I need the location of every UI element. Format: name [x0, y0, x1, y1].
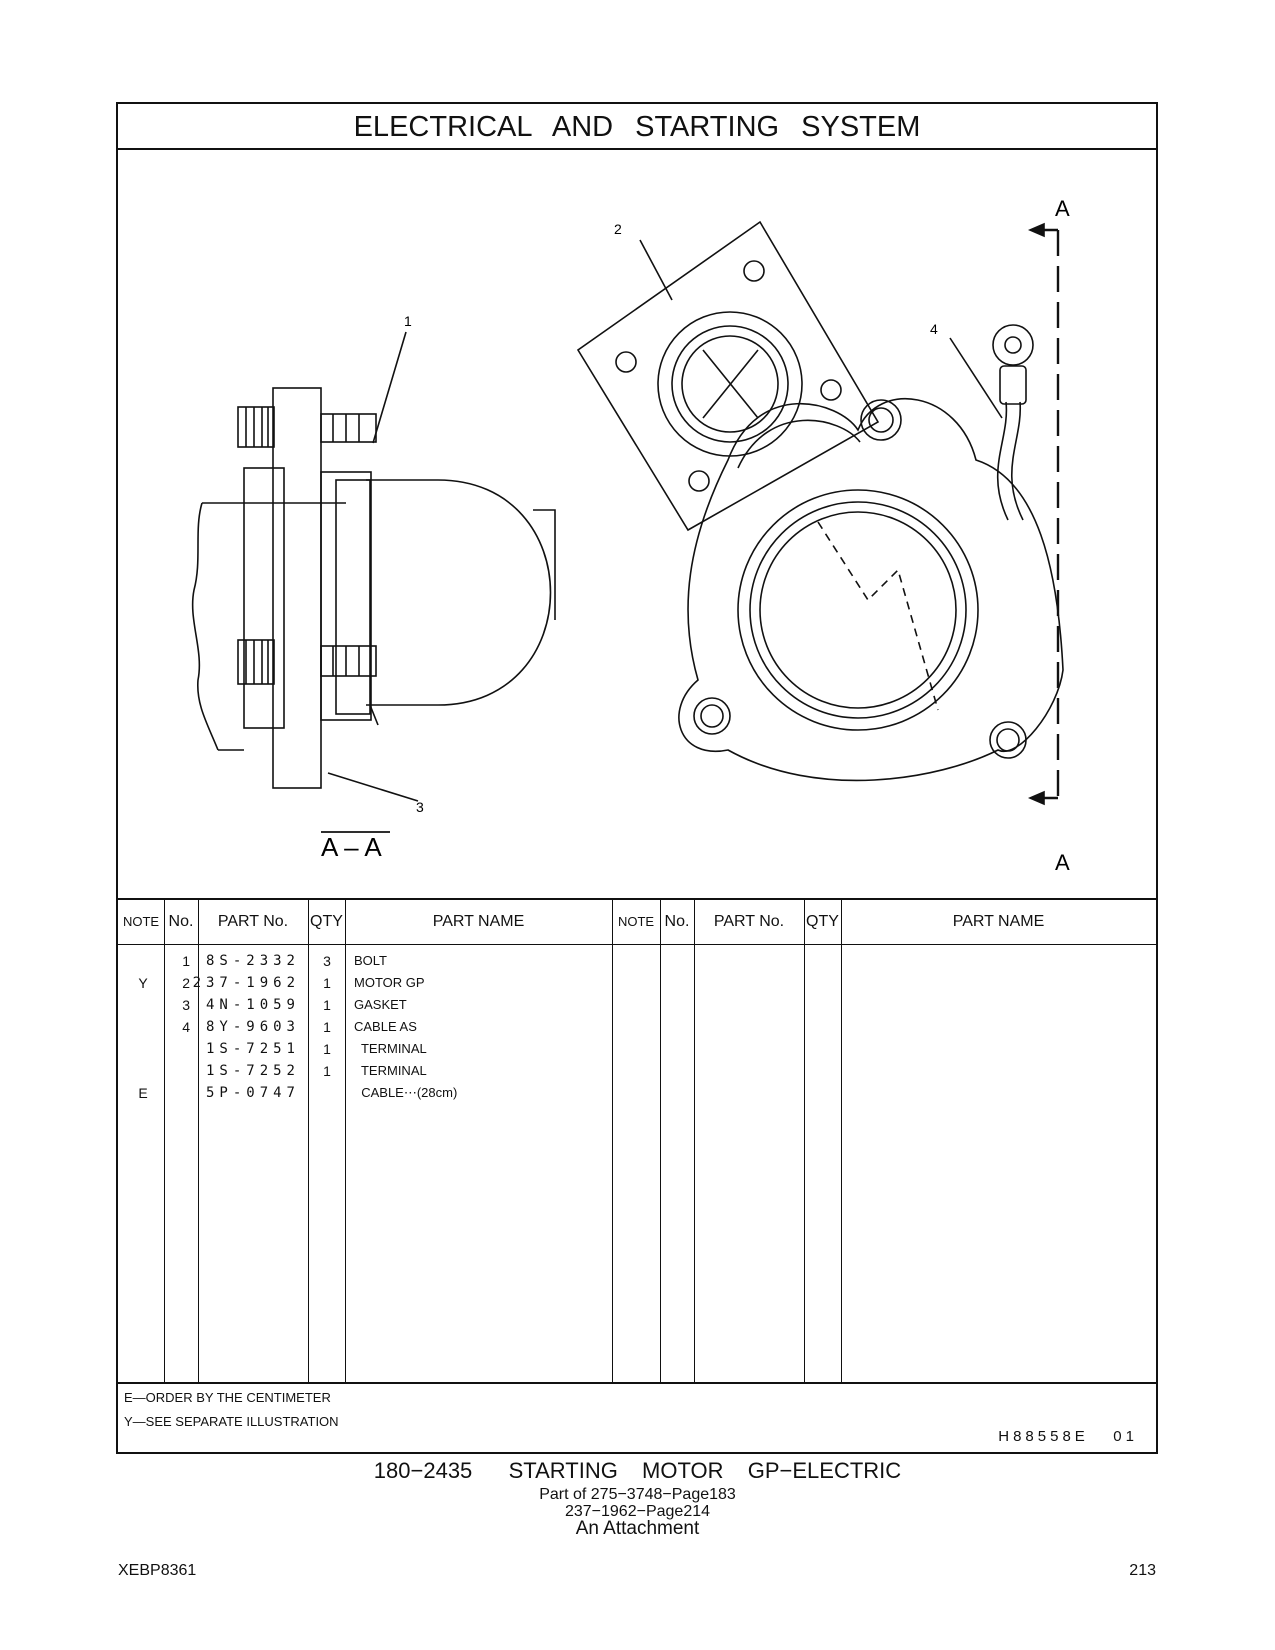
section-marker-top: A [1055, 196, 1070, 221]
row-part-name: TERMINAL [354, 1063, 427, 1078]
footnote-y: Y—SEE SEPARATE ILLUSTRATION [124, 1414, 339, 1429]
row-qty: 1 [323, 1063, 331, 1079]
row-part-no: 5P-0747 [205, 1085, 300, 1101]
header-part-no: PART No. [217, 913, 289, 930]
row-part-name: TERMINAL [354, 1041, 427, 1056]
header-no: No. [168, 913, 194, 930]
row-no: 3 [182, 997, 190, 1013]
row-qty: 1 [323, 997, 331, 1013]
header-qty: QTY [310, 913, 343, 930]
illustration-reference-code: H88558E 01 [998, 1428, 1138, 1445]
callout-3: 3 [416, 799, 424, 815]
row-part-name: MOTOR GP [354, 975, 425, 990]
row-part-name: CABLE AS [354, 1019, 417, 1034]
row-qty: 1 [323, 1041, 331, 1057]
footnote-e: E—ORDER BY THE CENTIMETER [124, 1390, 331, 1405]
header-no-right: No. [664, 913, 690, 930]
row-part-name: GASKET [354, 997, 407, 1012]
row-part-no: 8Y-9603 [205, 1019, 300, 1035]
header-part-name: PART NAME [432, 913, 525, 930]
header-part-no-right: PART No. [713, 913, 785, 930]
assembly-caption: 180−2435 STARTING MOTOR GP−ELECTRIC [373, 1458, 902, 1483]
header-qty-right: QTY [806, 913, 839, 930]
row-qty: 1 [323, 975, 331, 991]
caption-page-ref: 237−1962−Page214 [564, 1503, 711, 1520]
header-part-name-right: PART NAME [952, 913, 1045, 930]
row-part-no: 1S-7251 [205, 1041, 300, 1057]
row-part-no: 1S-7252 [205, 1063, 300, 1079]
page-number: 213 [1129, 1562, 1156, 1579]
row-no: 1 [182, 953, 190, 969]
row-part-no: 8S-2332 [205, 953, 300, 969]
footnotes: E—ORDER BY THE CENTIMETER Y—SEE SEPARATE… [118, 1382, 1156, 1454]
page-title: ELECTRICAL AND STARTING SYSTEM [118, 104, 1156, 150]
row-part-name: BOLT [354, 953, 387, 968]
row-part-name: CABLE⋯(28cm) [354, 1085, 458, 1100]
document-id: XEBP8361 [118, 1562, 197, 1579]
callout-2: 2 [614, 221, 622, 237]
caption-attachment: An Attachment [575, 1518, 700, 1539]
parts-sheet-frame: ELECTRICAL AND STARTING SYSTEM [116, 102, 1158, 1454]
row-qty: 3 [323, 953, 331, 969]
row-part-no: 237-1962 [192, 975, 300, 991]
row-part-no: 4N-1059 [205, 997, 300, 1013]
row-no: 2 [182, 975, 190, 991]
section-view-label: A – A [321, 832, 382, 862]
parts-table: NOTE No. PART No. QTY PART NAME NOTE No.… [118, 898, 1156, 1382]
row-qty: 1 [323, 1019, 331, 1035]
row-note: Y [138, 975, 148, 991]
callout-1: 1 [404, 313, 412, 329]
section-marker-bottom: A [1055, 850, 1070, 875]
header-note-right: NOTE [617, 914, 655, 929]
header-note: NOTE [122, 914, 160, 929]
row-no: 4 [182, 1019, 190, 1035]
exploded-illustration: 1 2 3 4 A – A A A [191, 196, 1070, 875]
callout-4: 4 [930, 321, 938, 337]
row-note: E [138, 1085, 148, 1101]
caption-part-of: Part of 275−3748−Page183 [539, 1486, 736, 1503]
